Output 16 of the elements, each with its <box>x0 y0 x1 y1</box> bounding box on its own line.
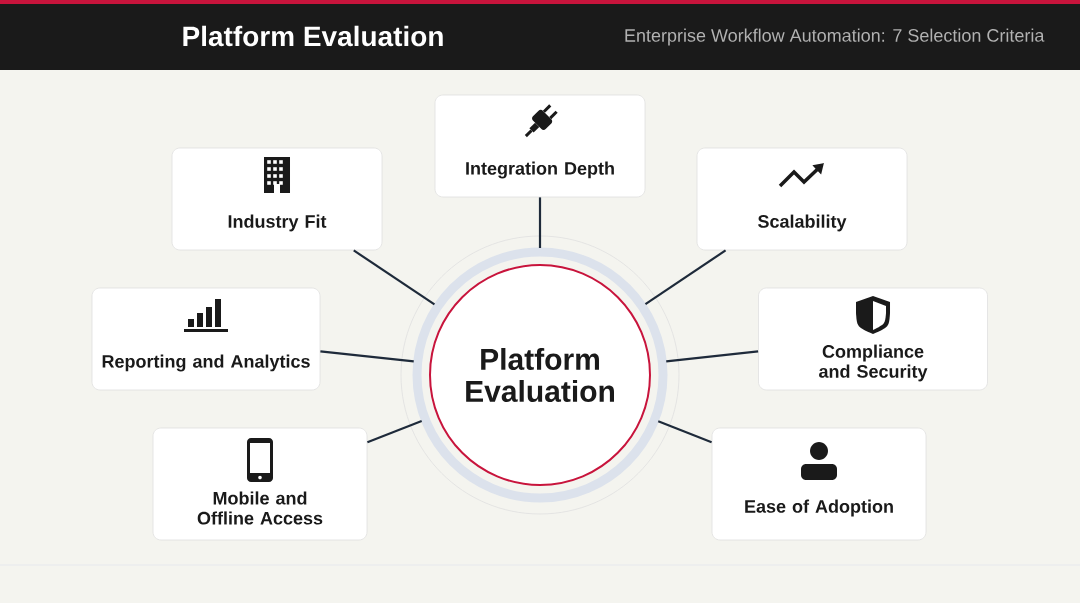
connector-line <box>538 197 542 248</box>
connector-line <box>666 350 759 363</box>
subtitle: Enterprise Workflow Automation: 7 Selection Criteria <box>625 28 1045 46</box>
criterion-card: Industry Fit <box>171 147 383 251</box>
criterion-card: Mobile and Offline Access <box>152 427 368 541</box>
connector-line <box>320 350 414 363</box>
connector-line <box>353 249 436 306</box>
title: Platform Evaluation <box>183 25 443 47</box>
criterion-card: Compliance and Security <box>758 287 988 391</box>
connector-line <box>367 420 423 444</box>
criterion-card: Scalability <box>696 147 908 251</box>
connector-line <box>657 420 712 444</box>
criterion-card: Integration Depth <box>434 94 646 198</box>
connector-line <box>644 249 727 306</box>
criterion-card: Ease of Adoption <box>711 427 927 541</box>
criterion-card: Reporting and Analytics <box>91 287 321 391</box>
